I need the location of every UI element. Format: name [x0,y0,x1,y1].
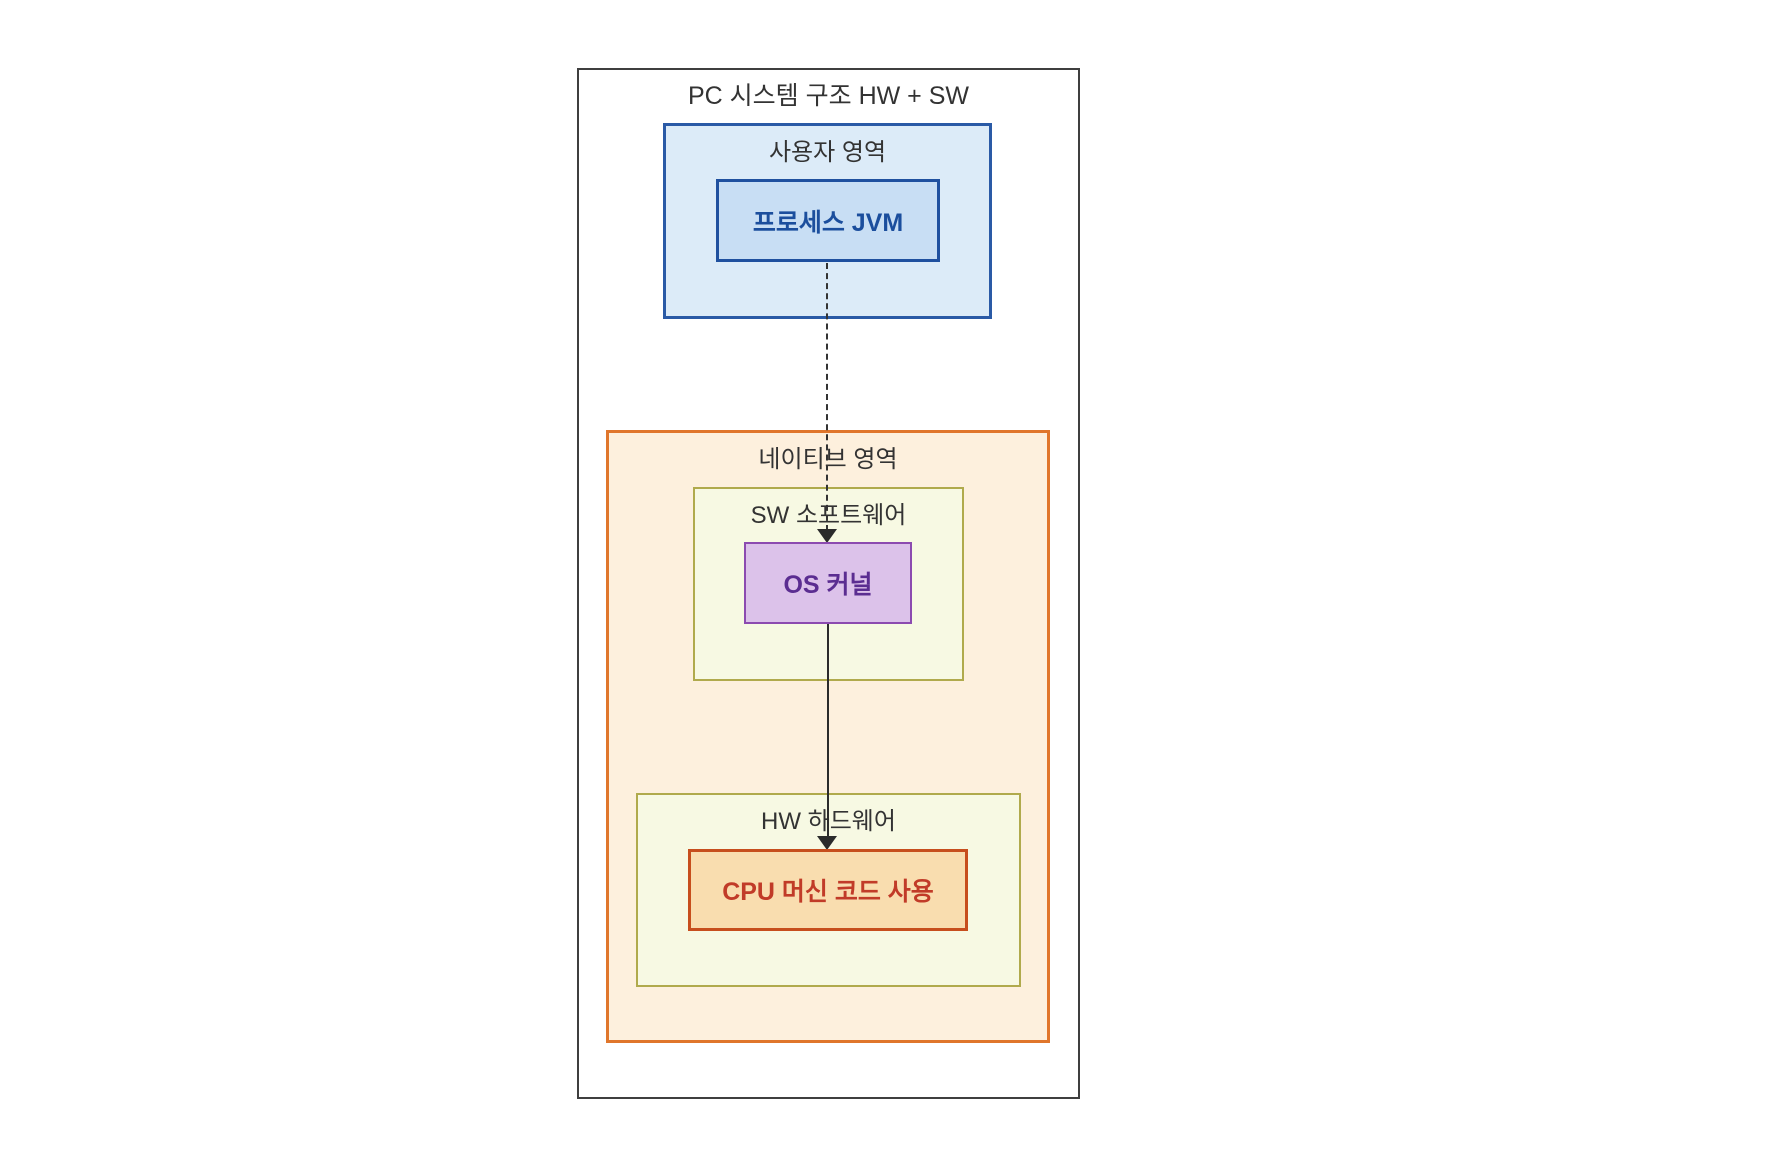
diagram-title: PC 시스템 구조 HW + SW [688,82,969,110]
user-area-label: 사용자 영역 [768,139,887,166]
os-to-cpu-arrowhead-icon [817,836,837,850]
jvm-to-os-dashed-edge [826,263,828,531]
cpu-machine-code-node: CPU 머신 코드 사용 [688,849,968,931]
native-area-label: 네이티브 영역 [758,446,898,473]
os-to-cpu-solid-edge [827,624,829,837]
process-jvm-node: 프로세스 JVM [716,179,940,262]
sw-software-label: SW 소프트웨어 [750,502,907,529]
os-kernel-node: OS 커널 [744,542,912,624]
jvm-to-os-arrowhead-icon [817,529,837,543]
